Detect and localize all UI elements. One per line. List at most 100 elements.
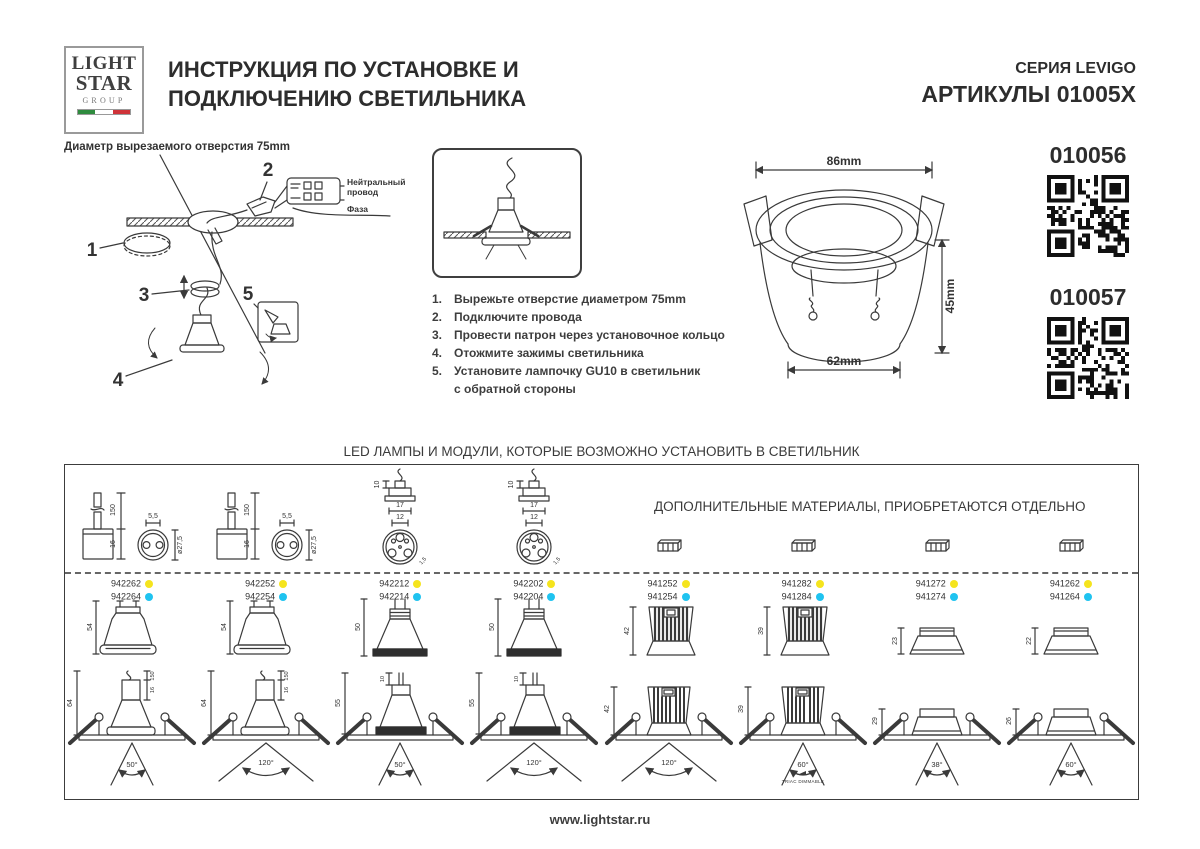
svg-text:16: 16 [284,687,290,693]
article-code: 942214 [379,591,410,602]
svg-text:50: 50 [489,623,496,631]
fixture-install-drawing: 55 10 50° [335,672,465,789]
svg-text:5,5: 5,5 [282,513,292,520]
dimmer-icon [796,771,806,775]
svg-text:17: 17 [530,502,538,509]
svg-text:ø27,5: ø27,5 [177,536,184,554]
callout-4: 4 [113,370,124,391]
beam-angle-label: 120° [527,758,543,767]
fixture-install-drawing: 39 60° TRIAC DIMMABLE [738,686,867,789]
terminal-blocks-icon [791,539,816,552]
color-dot-yellow [681,579,690,588]
dim-inner-62mm: 62mm [827,354,862,368]
step-item: 3.Провести патрон через установочное кол… [432,328,725,342]
article-code: 941274 [915,591,946,602]
beam-angle-label: 50° [395,760,406,769]
color-dot-yellow [145,579,154,588]
svg-text:64: 64 [201,699,208,707]
lamps-section-title: LED ЛАМПЫ И МОДУЛИ, КОТОРЫЕ ВОЗМОЖНО УСТ… [343,444,860,459]
page-title: ИНСТРУКЦИЯ ПО УСТАНОВКЕ И ПОДКЛЮЧЕНИЮ СВ… [168,56,526,113]
low-module-drawing: 23 [892,627,965,655]
svg-text:16: 16 [244,540,251,548]
terminal-blocks-icon [656,539,682,552]
svg-text:150: 150 [150,671,156,680]
svg-text:29: 29 [872,717,879,725]
hole-note: Диаметр вырезаемого отверстия 75mm [64,141,290,153]
fixture-install-drawing: 55 10 120° [469,672,599,789]
svg-text:22: 22 [1026,637,1033,645]
qr-block-2: 010057 [1042,284,1134,404]
article-numbers: 941282 941284 [736,577,870,604]
svg-text:54: 54 [221,623,228,631]
fixture-dimensions-drawing: 86mm 45mm 62mm [743,154,957,379]
lamp-column-7: 941272 941274 23 29 38° [870,465,1004,799]
low-module-drawing: 22 [1026,627,1099,655]
article-numbers: 941262 941264 [1004,577,1138,604]
beam-angle-label: 50° [126,760,137,769]
svg-text:64: 64 [67,699,74,707]
qr-code-010057 [1047,317,1129,399]
article-numbers: 942262 942264 [65,577,199,604]
color-dot-yellow [547,579,556,588]
dashed-separator [65,572,1138,574]
article-numbers: 942252 942254 [199,577,333,604]
page-title-line1: ИНСТРУКЦИЯ ПО УСТАНОВКЕ И [168,57,519,82]
color-dot-yellow [1083,579,1092,588]
color-dot-cyan [145,593,154,602]
triac-dimmable-note: TRIAC DIMMABLE [781,779,823,784]
color-dot-cyan [681,593,690,602]
color-dot-yellow [279,579,288,588]
svg-text:5,5: 5,5 [148,513,158,520]
article-code: 942262 [111,578,142,589]
fixture-cross-section-drawing [443,157,571,260]
footer-url: www.lightstar.ru [549,812,651,827]
callout-1: 1 [87,240,98,261]
svg-text:12: 12 [530,514,538,521]
italian-flag [77,109,131,116]
series-label: СЕРИЯ LEVIGO [1015,60,1136,77]
step-item: 2.Подключите провода [432,310,582,324]
logo-text: STAR [75,71,133,96]
article-code: 942252 [245,578,276,589]
color-dot-yellow [949,579,958,588]
lamps-table: ДОПОЛНИТЕЛЬНЫЕ МАТЕРИАЛЫ, ПРИОБРЕТАЮТСЯ … [64,464,1139,800]
article-code: 942254 [245,591,276,602]
svg-text:10: 10 [380,676,386,682]
color-dot-yellow [815,579,824,588]
terminal-blocks-icon [925,539,950,552]
phase-label: Фаза [347,204,368,214]
mr16-lamp-drawing: 50 [355,598,428,657]
step-item: с обратной стороны [454,382,576,396]
article-code: 942202 [513,578,544,589]
svg-text:26: 26 [1006,717,1013,725]
step-item: 4.Отожмите зажимы светильника [432,346,644,360]
mr16-connector-drawing: 10 17 12 1,5 [374,468,429,566]
fixture-install-drawing: 26 60° [1006,708,1135,789]
color-dot-cyan [949,593,958,602]
color-dot-cyan [1083,593,1092,602]
fixture-install-drawing: 64 150 16 50° [67,670,196,789]
svg-text:1,5: 1,5 [419,556,429,566]
svg-text:50: 50 [355,623,362,631]
svg-text:150: 150 [244,504,251,516]
article-code: 941264 [1049,591,1080,602]
svg-text:42: 42 [624,627,631,635]
svg-text:39: 39 [758,627,765,635]
svg-text:150: 150 [284,671,290,680]
color-dot-cyan [279,593,288,602]
svg-text:54: 54 [87,623,94,631]
beam-angle-label: 60° [1065,760,1076,769]
installation-diagram: Диаметр вырезаемого отверстия 75mm 1 [64,141,405,391]
logo-text: GROUP [82,96,126,106]
led-module-drawing: 42 [624,605,696,657]
article-code: 941252 [647,578,678,589]
lightstar-logo: LIGHT STAR GROUP [64,46,144,134]
logo-text: LIGHT [71,53,137,74]
svg-text:10: 10 [374,481,381,489]
instruction-steps: 1.Вырежьте отверстие диаметром 75mm 2.По… [432,292,732,400]
lamp-column-5: 941252 941254 42 42 120° [602,465,736,799]
svg-text:17: 17 [396,502,404,509]
article-code: 941262 [1049,578,1080,589]
lamp-column-2: 150 16 5,5 ø27,5 942252 942254 54 64 150… [199,465,333,799]
qr-label-010056: 010056 [1049,142,1127,168]
